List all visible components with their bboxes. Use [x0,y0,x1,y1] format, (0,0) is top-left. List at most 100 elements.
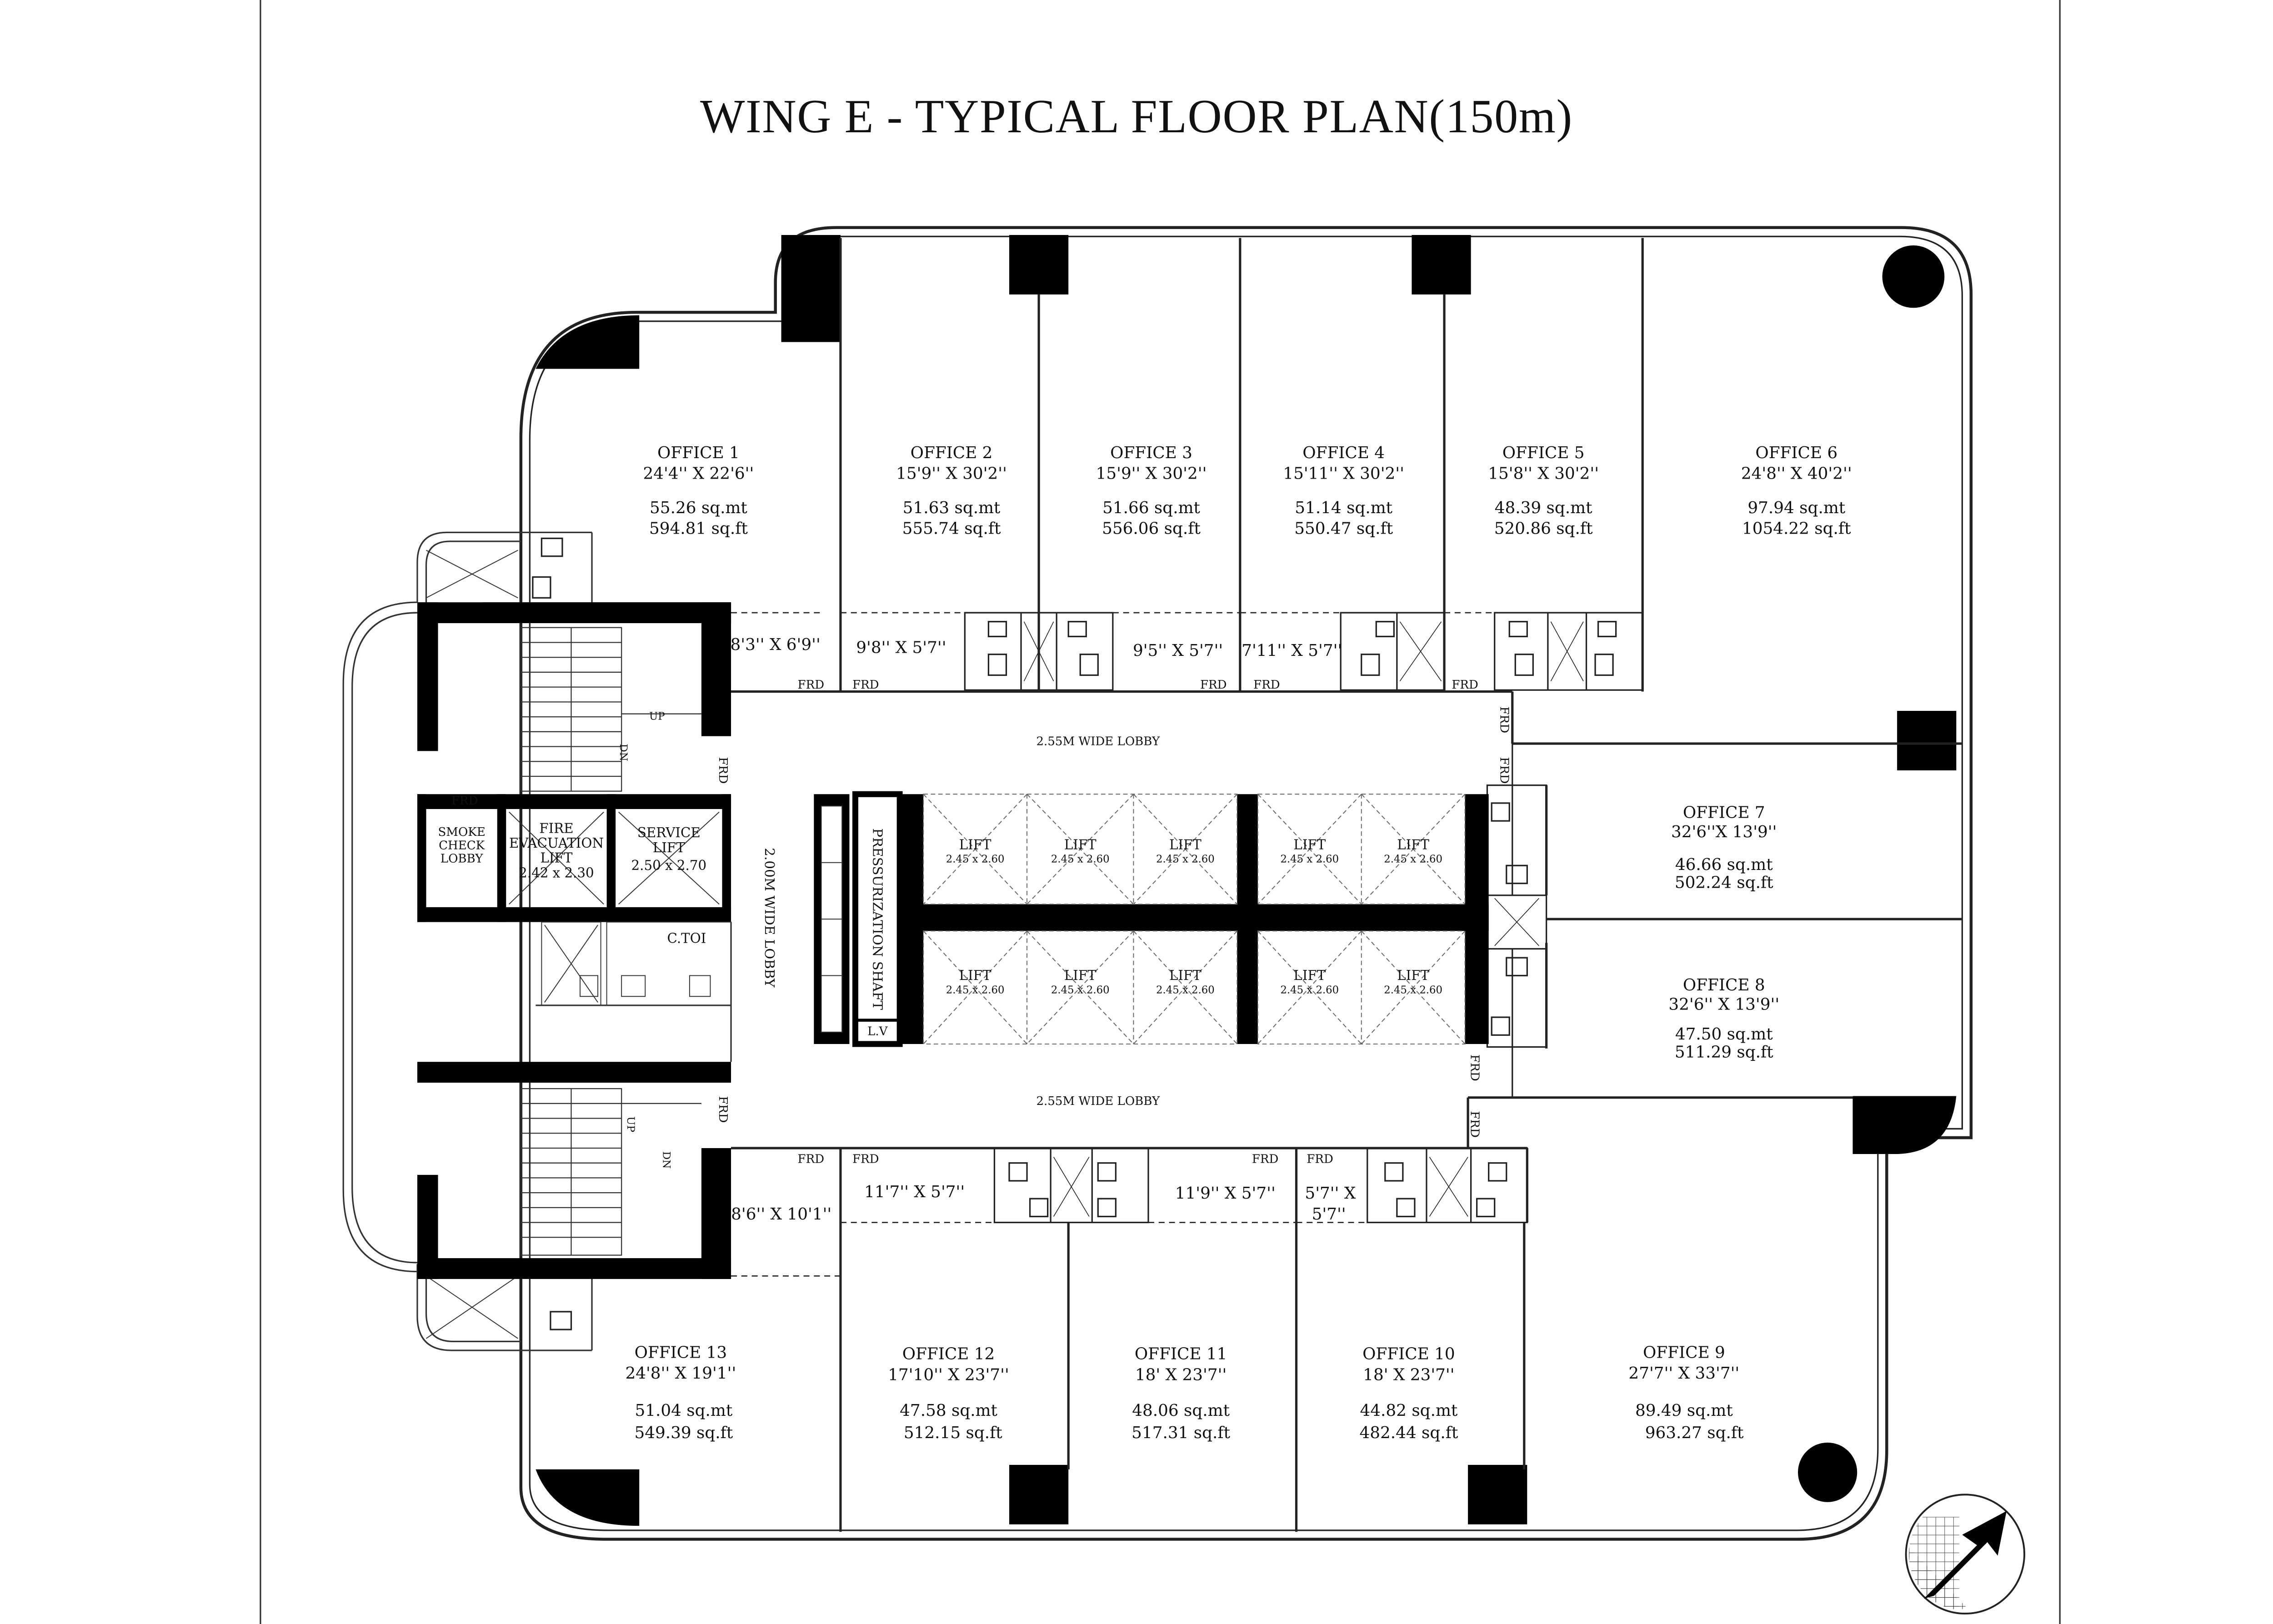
office-13-name: OFFICE 13 [635,1343,727,1362]
frd-label: FRD [1468,1111,1482,1138]
office-10-dims: 18' X 23'7'' [1363,1365,1454,1384]
office-3-dims: 15'9'' X 30'2'' [1096,464,1207,483]
alcove-dim: 8'6'' X 10'1'' [731,1205,831,1224]
frd-label: FRD [451,794,478,808]
north-arrow-icon [1905,1494,2026,1615]
frd-label: FRD [798,1153,825,1166]
frd-label: FRD [1497,757,1511,784]
alcove-dim: 8'3'' X 6'9'' [731,635,821,654]
lift-size: 2.45 x 2.60 [1156,854,1215,865]
office-8-name: OFFICE 8 [1683,976,1765,994]
office-3-sqmt: 51.66 sq.mt [1102,499,1200,517]
office-1-dims: 24'4'' X 22'6'' [643,464,754,483]
dn-label: DN [617,744,629,761]
office-8-dims: 32'6'' X 13'9'' [1668,995,1779,1014]
fire-lift-size: 2.42 x 2.30 [519,865,594,880]
alcove-dim: 9'8'' X 5'7'' [856,638,946,657]
office-4-sqft: 550.47 sq.ft [1294,520,1393,538]
frd-label: FRD [798,678,825,692]
office-2-name: OFFICE 2 [911,444,993,462]
fire-lift-label: FIRE [539,820,573,836]
alcove-dimensions: 8'3'' X 6'9'' 9'8'' X 5'7'' 9'5'' X 5'7'… [731,635,1356,1224]
alcove-dim: 7'11'' X 5'7'' [1242,641,1342,660]
office-5-sqft: 520.86 sq.ft [1494,520,1593,538]
frd-label: FRD [716,757,730,784]
frd-label: FRD [852,1153,879,1166]
office-7-sqmt: 46.66 sq.mt [1675,855,1773,874]
frd-label: FRD [1497,706,1511,733]
bottom-lobby-label: 2.55M WIDE LOBBY [1036,1094,1160,1108]
office-7-name: OFFICE 7 [1683,804,1765,822]
office-2-sqmt: 51.63 sq.mt [903,499,1001,517]
office-7-sqft: 502.24 sq.ft [1675,873,1773,892]
lift-label: LIFT [1293,968,1326,983]
office-11-name: OFFICE 11 [1135,1345,1227,1364]
office-10-sqft: 482.44 sq.ft [1359,1424,1458,1442]
office-7-dims: 32'6''X 13'9'' [1671,823,1777,841]
frd-labels: FRD FRD FRD FRD FRD FRD FRD FRD FRD FRD … [451,678,1511,1166]
top-partitions [731,238,1963,745]
pressurization-shaft-label: PRESSURIZATION SHAFT [870,828,886,1010]
lift-label: LIFT [1397,968,1429,983]
office-1-name: OFFICE 1 [657,444,740,462]
office-2-dims: 15'9'' X 30'2'' [896,464,1007,483]
office-9-sqft: 963.27 sq.ft [1645,1424,1744,1442]
lift-core [814,791,1489,1047]
office-10-sqmt: 44.82 sq.mt [1360,1401,1458,1420]
toilet-label: C.TOI [667,930,706,946]
frd-label: FRD [852,678,879,692]
dn-label: DN [660,1151,672,1169]
bottom-partitions [550,1097,1528,1532]
smoke-lobby-label: LOBBY [441,852,483,866]
lift-label: LIFT [1169,968,1202,983]
structural-columns [536,235,1957,1526]
smoke-lobby-label: SMOKE [438,825,485,839]
lift-size: 2.45 x 2.60 [1051,984,1110,996]
office-5-name: OFFICE 5 [1502,444,1585,462]
office-labels: OFFICE 1 24'4'' X 22'6'' 55.26 sq.mt 594… [625,444,1852,1442]
frd-label: FRD [1200,678,1227,692]
frd-label: FRD [1253,678,1280,692]
lift-label: LIFT [959,837,991,852]
office-5-sqmt: 48.39 sq.mt [1495,499,1592,517]
lv-label: L.V [867,1024,888,1038]
lift-label: LIFT [1397,837,1429,852]
frd-label: FRD [716,1096,730,1123]
up-label: UP [625,1116,636,1132]
vertical-lobby-label: 2.00M WIDE LOBBY [762,848,777,988]
top-toilet-blocks [532,537,1643,691]
office-8-sqft: 511.29 sq.ft [1675,1043,1773,1061]
office-12-sqmt: 47.58 sq.mt [900,1401,997,1420]
alcove-dim: 11'9'' X 5'7'' [1175,1184,1276,1203]
alcove-dim: 11'7'' X 5'7'' [864,1183,965,1201]
office-10-name: OFFICE 10 [1362,1345,1455,1364]
office-5-dims: 15'8'' X 30'2'' [1488,464,1599,483]
office-9-sqmt: 89.49 sq.mt [1635,1401,1733,1420]
office-4-name: OFFICE 4 [1302,444,1385,462]
lobby-labels: 2.55M WIDE LOBBY 2.55M WIDE LOBBY 2.00M … [762,735,1160,1108]
lift-size: 2.45 x 2.60 [1384,984,1442,996]
office-4-sqmt: 51.14 sq.mt [1295,499,1392,517]
service-lift-label: SERVICE [637,825,701,840]
frd-label: FRD [1468,1054,1482,1081]
office-13-sqft: 549.39 sq.ft [634,1424,733,1442]
lift-size: 2.45 x 2.60 [1156,984,1215,996]
service-lift-label: LIFT [653,840,685,855]
office-1-sqft: 594.81 sq.ft [649,520,748,538]
plan-title: WING E - TYPICAL FLOOR PLAN(150m) [700,90,1573,143]
up-label: UP [649,711,665,723]
office-8-sqmt: 47.50 sq.mt [1675,1025,1773,1044]
office-12-sqft: 512.15 sq.ft [904,1424,1002,1442]
frd-label: FRD [1307,1153,1333,1166]
left-balconies [342,531,593,1351]
lift-size: 2.45 x 2.60 [946,854,1005,865]
core-labels: SMOKE CHECK LOBBY FIRE EVACUATION LIFT 2… [438,711,706,1169]
office-2-sqft: 555.74 sq.ft [902,520,1001,538]
lift-size: 2.45 x 2.60 [1384,854,1442,865]
alcove-dim: 5'7'' [1312,1205,1346,1224]
office-9-name: OFFICE 9 [1643,1343,1725,1362]
office-6-sqmt: 97.94 sq.mt [1747,499,1845,517]
office-1-sqmt: 55.26 sq.mt [650,499,747,517]
top-lobby-label: 2.55M WIDE LOBBY [1036,735,1160,748]
